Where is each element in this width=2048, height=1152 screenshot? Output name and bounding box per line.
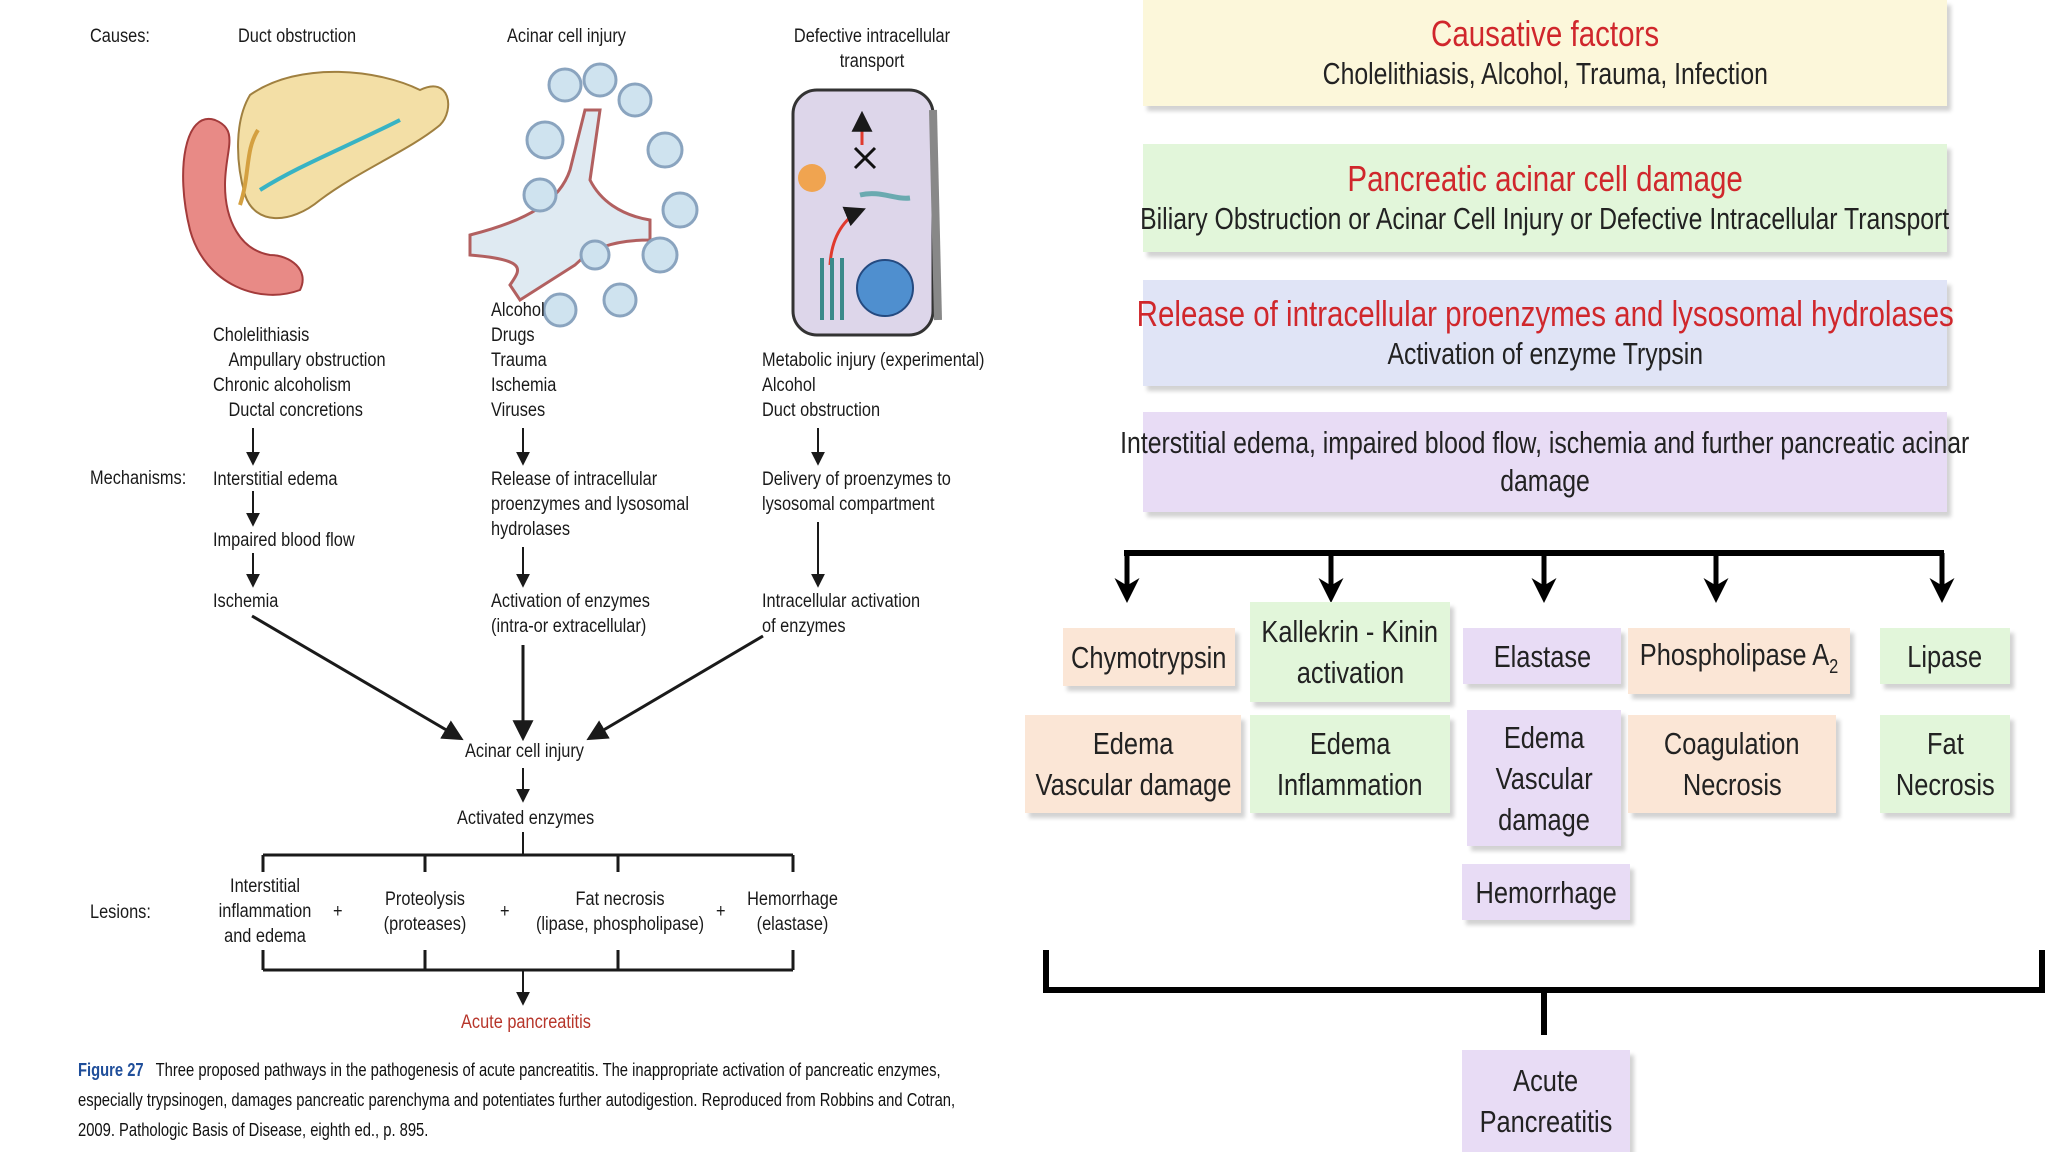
plus-sign: + [333, 901, 343, 922]
phospholipase-subscript: 2 [1829, 656, 1839, 678]
effect-lipase: Fat Necrosis [1880, 715, 2010, 813]
cell-illustration [791, 88, 942, 337]
causative-sub: Cholelithiasis, Alcohol, Trauma, Infecti… [1322, 56, 1768, 91]
figure-caption: Figure 27 Three proposed pathways in the… [78, 1055, 980, 1145]
lesion-interstitial: Interstitial inflammation and edema [218, 876, 312, 947]
step-release-proenzymes: Release of intracellular proenzymes and … [491, 469, 689, 540]
pancreas-illustration [182, 70, 450, 296]
convergence-acinar-cell-injury: Acinar cell injury [465, 741, 584, 762]
edema-line2: damage [1500, 463, 1590, 498]
step-delivery-proenzymes: Delivery of proenzymes to lysosomal comp… [762, 469, 951, 515]
enzyme-kallekrin: Kallekrin - Kinin activation [1250, 602, 1450, 702]
plus-sign: + [500, 901, 510, 922]
mechanisms-row-label: Mechanisms: [90, 468, 187, 489]
causative-factors-box: Causative factors Cholelithiasis, Alcoho… [1143, 0, 1947, 106]
caption-text: Three proposed pathways in the pathogene… [78, 1060, 956, 1140]
lesion-proteolysis: Proteolysis (proteases) [383, 889, 467, 935]
causative-title: Causative factors [1430, 13, 1660, 54]
activated-enzymes: Activated enzymes [457, 808, 595, 829]
step-activation-enzymes: Activation of enzymes (intra-or extracel… [491, 591, 650, 637]
hemorrhage-box: Hemorrhage [1462, 864, 1630, 920]
effect-chymotrypsin: Edema Vascular damage [1025, 715, 1241, 813]
lesion-hemorrhage: Hemorrhage (elastase) [747, 889, 838, 935]
acinar-damage-title: Pancreatic acinar cell damage [1347, 158, 1743, 199]
plus-sign: + [716, 901, 726, 922]
edema-line1: Interstitial edema, impaired blood flow,… [1120, 425, 1970, 460]
enzyme-chymotrypsin: Chymotrypsin [1063, 628, 1235, 686]
outcome-acute-pancreatitis: Acute pancreatitis [461, 1012, 591, 1033]
outcome-box: Acute Pancreatitis [1462, 1050, 1630, 1152]
acinar-damage-box: Pancreatic acinar cell damage Biliary Ob… [1140, 144, 1950, 252]
causes-row-label: Causes: [90, 26, 150, 47]
step-impaired-blood-flow: Impaired blood flow [213, 530, 355, 551]
release-box: Release of intracellular proenzymes and … [1136, 280, 1954, 386]
lesion-fat-necrosis: Fat necrosis (lipase, phospholipase) [535, 889, 705, 935]
enzyme-lipase: Lipase [1880, 628, 2010, 684]
pathogenesis-figure: Causes: Mechanisms: Lesions: Duct obstru… [0, 0, 1020, 1152]
step-intracellular-activation: Intracellular activation of enzymes [762, 591, 921, 637]
effect-elastase: Edema Vascular damage [1467, 710, 1621, 846]
enzyme-elastase: Elastase [1463, 628, 1621, 684]
acinar-illustration [468, 62, 699, 328]
edema-box: Interstitial edema, impaired blood flow,… [1120, 412, 1970, 512]
figure-arrows [182, 62, 942, 1006]
lesions-row-label: Lesions: [90, 902, 151, 923]
release-title: Release of intracellular proenzymes and … [1136, 293, 1954, 334]
causes-duct: Cholelithiasis Ampullary obstruction Chr… [213, 325, 386, 421]
step-interstitial-edema: Interstitial edema [213, 469, 338, 490]
header-acinar-cell-injury: Acinar cell injury [507, 26, 626, 47]
release-sub: Activation of enzyme Trypsin [1387, 336, 1703, 371]
effect-kallekrin: Edema Inflammation [1250, 715, 1450, 813]
caption-label: Figure 27 [78, 1060, 144, 1080]
effect-phospholipase: Coagulation Necrosis [1628, 715, 1836, 813]
acinar-damage-sub: Biliary Obstruction or Acinar Cell Injur… [1140, 201, 1950, 236]
enzyme-phospholipase: Phospholipase A2 [1628, 628, 1850, 694]
header-defective-transport: Defective intracellular transport [793, 26, 951, 72]
header-duct-obstruction: Duct obstruction [238, 26, 357, 47]
causes-transport: Metabolic injury (experimental) Alcohol … [762, 350, 985, 421]
causes-acinar: Alcohol Drugs Trauma Ischemia Viruses [491, 300, 557, 421]
step-ischemia: Ischemia [213, 591, 279, 612]
